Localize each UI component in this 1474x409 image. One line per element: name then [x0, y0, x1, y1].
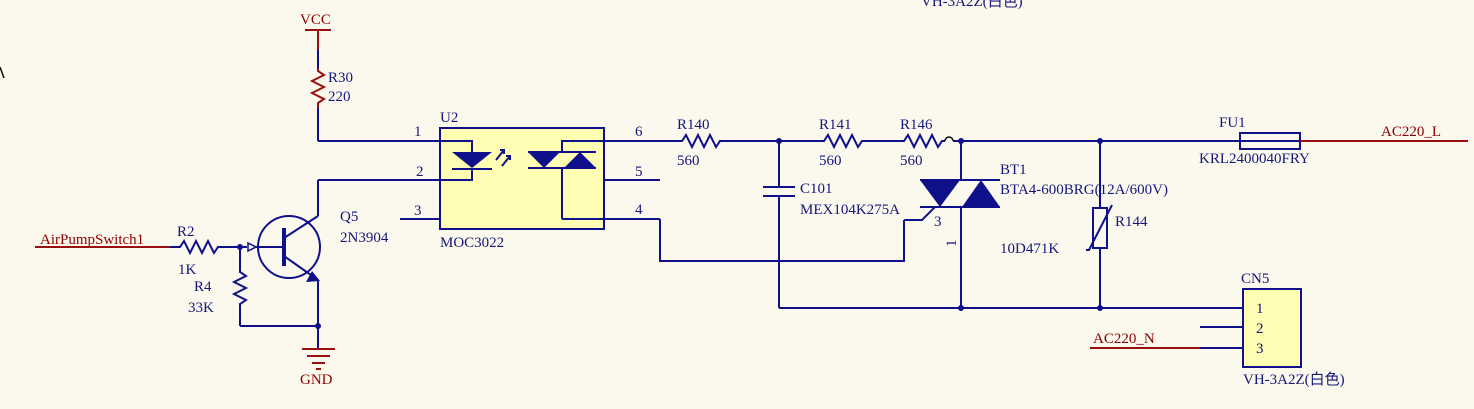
capacitor-c101[interactable]: C101 MEX104K275A — [763, 141, 900, 308]
r30-value: 220 — [328, 89, 351, 105]
airpump-switch-label: AirPumpSwitch1 — [40, 232, 144, 248]
r2-ref: R2 — [177, 224, 195, 240]
resistor-r2[interactable]: R2 1K — [170, 224, 240, 278]
r146-ref: R146 — [900, 117, 933, 133]
ac220-l-label: AC220_L — [1381, 124, 1441, 140]
r146-value: 560 — [900, 153, 923, 169]
u2-pin1-number: 1 — [414, 124, 422, 140]
u2-pin3-number: 3 — [414, 203, 422, 219]
r140-ref: R140 — [677, 117, 710, 133]
r30-ref: R30 — [328, 70, 353, 86]
c101-value: MEX104K275A — [800, 202, 900, 218]
transistor-q5[interactable]: Q5 2N3904 — [256, 180, 389, 326]
vcc-power-port: VCC — [300, 12, 331, 68]
cn5-pin-2: 2 — [1256, 321, 1264, 337]
bt1-ref: BT1 — [1000, 162, 1027, 178]
resistor-r140[interactable]: R140 560 — [676, 117, 728, 169]
cn5-pin-1: 1 — [1256, 301, 1264, 317]
u2-pin5-number: 5 — [635, 164, 643, 180]
ac220-n-label: AC220_N — [1093, 331, 1155, 347]
q5-ref: Q5 — [340, 209, 358, 225]
u2-pin4-number: 4 — [635, 202, 643, 218]
optocoupler-u2[interactable]: U2 MOC3022 2 3 4 5 6 — [318, 110, 660, 251]
bt1-pin-1: 1 — [944, 240, 960, 248]
opto-triac-icon — [528, 152, 560, 168]
r4-ref: R4 — [194, 279, 212, 295]
connector-cn5[interactable]: CN5 VH-3A2Z(白色) 1 2 3 — [1241, 271, 1345, 388]
resistor-r4[interactable]: R4 33K — [188, 247, 249, 326]
gnd-label: GND — [300, 372, 333, 388]
r141-value: 560 — [819, 153, 842, 169]
vcc-label: VCC — [300, 12, 331, 28]
r4-value: 33K — [188, 300, 214, 316]
r144-ref: R144 — [1115, 214, 1148, 230]
fuse-fu1[interactable]: FU1 KRL2400040FRY — [1199, 115, 1310, 167]
r140-value: 560 — [677, 153, 700, 169]
junction-bottom-r144 — [1097, 305, 1103, 311]
cn5-ref: CN5 — [1241, 271, 1269, 287]
led-icon — [452, 152, 492, 168]
header-fragment: VH-3A2Z(白色) — [921, 0, 1023, 10]
junction-bottom-bt1 — [958, 305, 964, 311]
c101-ref: C101 — [800, 181, 833, 197]
varistor-r144[interactable]: R144 10D471K — [1000, 141, 1148, 308]
q5-value: 2N3904 — [340, 230, 389, 246]
cn5-value: VH-3A2Z(白色) — [1243, 371, 1345, 388]
u2-ref: U2 — [440, 110, 458, 126]
r2-value: 1K — [178, 262, 197, 278]
cn5-pin-3: 3 — [1256, 341, 1264, 357]
airpump-switch-net: AirPumpSwitch1 — [35, 232, 170, 248]
resistor-r141[interactable]: R141 560 — [818, 117, 898, 169]
fu1-value: KRL2400040FRY — [1199, 151, 1310, 167]
r141-ref: R141 — [819, 117, 852, 133]
resistor-r30[interactable]: R30 220 — [309, 68, 353, 108]
r144-value: 10D471K — [1000, 241, 1059, 257]
fu1-ref: FU1 — [1219, 115, 1246, 131]
triac-bt1[interactable]: BT1 BTA4-600BRG(12A/600V) 3 1 — [904, 141, 1168, 308]
bt1-value: BTA4-600BRG(12A/600V) — [1000, 182, 1168, 198]
u2-pin2-number: 2 — [416, 164, 424, 180]
u2-value: MOC3022 — [440, 235, 504, 251]
u2-pin6-number: 6 — [635, 124, 643, 140]
resistor-r146[interactable]: R146 560 — [898, 117, 945, 169]
gnd-power-port: GND — [300, 326, 335, 388]
bt1-pin-3: 3 — [934, 214, 942, 230]
